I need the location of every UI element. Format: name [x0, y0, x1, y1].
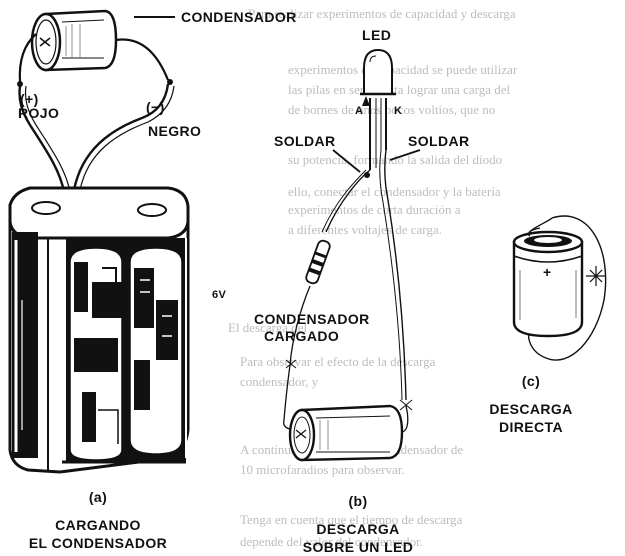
- caption-c-line1: DESCARGA: [489, 401, 572, 417]
- background-text-line: las pilas en serie hasta lograr una carg…: [288, 82, 511, 97]
- led-capacitor: [288, 404, 409, 462]
- battery-pack: [8, 186, 190, 474]
- background-text-line: su potencia, formando la salida del diod…: [288, 152, 503, 167]
- caption-a-line1: CARGANDO: [55, 517, 141, 533]
- rojo-label: ROJO: [18, 105, 59, 121]
- lower-left-wire: [283, 285, 311, 431]
- caption-a-letter: (a): [89, 489, 107, 505]
- negro-label: NEGRO: [148, 123, 201, 139]
- background-text-line: depende del valor del condensador.: [240, 534, 424, 549]
- background-text-line: ello, conectar el condensador y la bater…: [288, 184, 501, 199]
- direct-discharge-capacitor: [512, 215, 607, 361]
- soldar-right-label: SOLDAR: [408, 133, 470, 149]
- rojo-sign-label: (+): [20, 91, 39, 107]
- caption-a-line2: EL CONDENSADOR: [29, 535, 167, 551]
- top-capacitor: [18, 9, 170, 83]
- right-lead-wire: [379, 149, 413, 411]
- led-anode-label: A: [355, 105, 363, 117]
- charge-wires: [17, 79, 175, 193]
- condensador-cargado-label-2: CARGADO: [264, 328, 339, 344]
- led-cathode-label: K: [394, 105, 402, 117]
- background-text-line: Para realizar experimentos de capacidad …: [248, 6, 516, 21]
- voltage-label: 6V: [212, 289, 227, 301]
- soldar-left-label: SOLDAR: [274, 133, 336, 149]
- background-text-line: a diferentes voltajes de carga.: [288, 222, 442, 237]
- condensador-label: CONDENSADOR: [181, 9, 297, 25]
- background-text-line: 10 microfaradios para observar.: [240, 462, 405, 477]
- caption-b-letter: (b): [348, 493, 367, 509]
- caption-b-line1: DESCARGA: [316, 521, 399, 537]
- plus-sign-label: +: [543, 264, 552, 280]
- background-text-line: Tenga en cuenta que el tiempo de descarg…: [240, 512, 463, 527]
- background-text-line: experimentos de capacidad se puede utili…: [288, 62, 518, 77]
- negro-sign-label: (−): [146, 99, 165, 115]
- condensador-cargado-label-1: CONDENSADOR: [254, 311, 370, 327]
- background-text-line: El descarga del: [228, 320, 308, 335]
- led: [360, 48, 396, 170]
- soldar-right-leader: [389, 149, 421, 161]
- caption-c-line2: DIRECTA: [499, 419, 563, 435]
- background-text-line: condensador, y: [240, 374, 319, 389]
- soldar-left-leader: [332, 149, 361, 173]
- caption-c-letter: (c): [522, 373, 540, 389]
- left-lead-wire: [321, 169, 371, 233]
- resistor: [305, 239, 331, 285]
- led-label: LED: [362, 27, 391, 43]
- caption-b-line2: SOBRE UN LED: [303, 539, 414, 555]
- background-text-line: de bornes de unos pocos voltios, que no: [288, 102, 496, 117]
